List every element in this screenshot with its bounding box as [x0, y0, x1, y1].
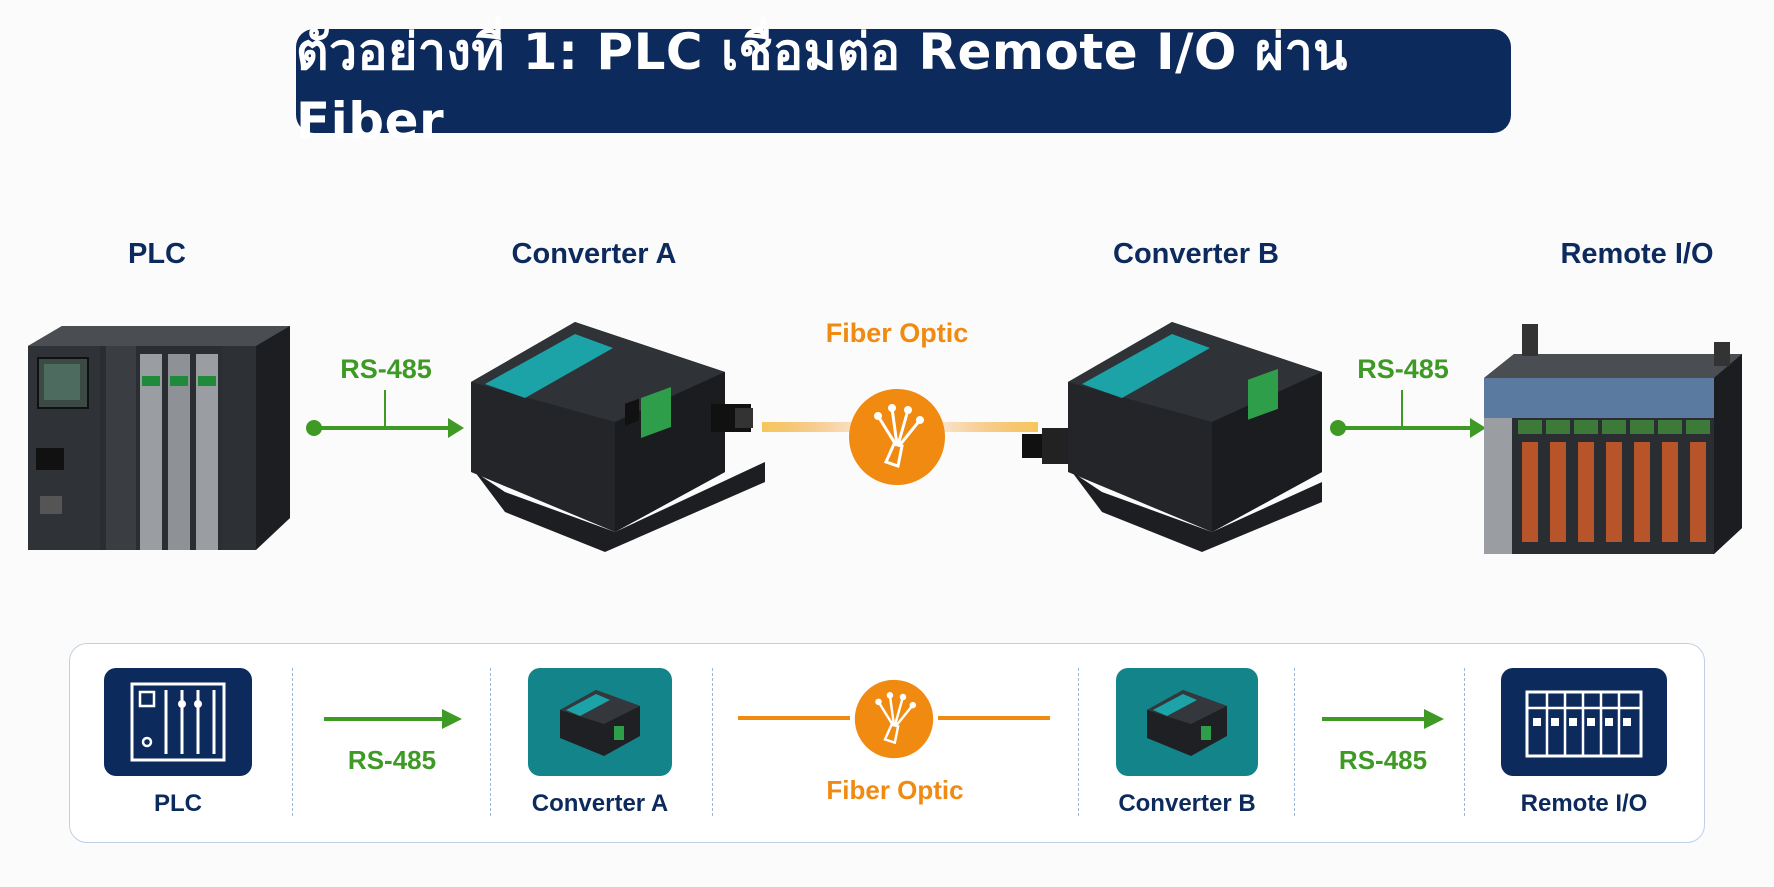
divider: [1464, 668, 1465, 816]
rs485-left-label: RS-485: [340, 354, 432, 384]
remote-io-image: [1484, 324, 1742, 554]
fiber-optic-icon: [849, 389, 945, 485]
converter-icon: [560, 690, 640, 756]
remote-io-tile: [1501, 668, 1667, 776]
remote-io-label: Remote I/O: [1560, 238, 1714, 270]
summary-fiber-optic-label: Fiber Optic: [826, 775, 964, 805]
arrow-right-icon: [324, 709, 462, 729]
arrow-right-icon: [1330, 390, 1486, 438]
converter-b-image: [1022, 322, 1322, 552]
arrow-right-icon: [1322, 709, 1444, 729]
converter-a-tile: [528, 668, 672, 776]
summary-plc-label: PLC: [154, 790, 202, 817]
summary-rs485-left-label: RS-485: [347, 745, 437, 775]
converter-a-label: Converter A: [511, 238, 677, 270]
arrow-right-icon: [306, 390, 464, 438]
fiber-optic-label: Fiber Optic: [825, 318, 969, 348]
plc-label: PLC: [128, 238, 186, 270]
divider: [490, 668, 491, 816]
fiber-optic-icon: [854, 679, 934, 759]
summary-converter-a-label: Converter A: [531, 790, 669, 817]
plc-device-image: [28, 326, 290, 550]
remote-io-icon: [1525, 690, 1643, 758]
converter-b-label: Converter B: [1113, 238, 1279, 270]
divider: [1078, 668, 1079, 816]
plc-icon: [130, 682, 226, 762]
divider: [292, 668, 293, 816]
rs485-right-label: RS-485: [1357, 354, 1449, 384]
converter-b-tile: [1116, 668, 1258, 776]
page-title: ตัวอย่างที่ 1: PLC เชื่อมต่อ Remote I/O …: [296, 22, 1348, 150]
summary-rs485-right-label: RS-485: [1338, 745, 1428, 775]
title-banner: ตัวอย่างที่ 1: PLC เชื่อมต่อ Remote I/O …: [296, 23, 1511, 150]
divider: [1294, 668, 1295, 816]
summary-converter-b-label: Converter B: [1118, 790, 1256, 817]
summary-remote-io-label: Remote I/O: [1520, 790, 1648, 817]
fiber-optic-link: [762, 422, 1038, 432]
converter-a-image: [471, 322, 765, 552]
fiber-optic-link: [738, 716, 1050, 720]
divider: [712, 668, 713, 816]
plc-tile: [104, 668, 252, 776]
converter-icon: [1147, 690, 1227, 756]
